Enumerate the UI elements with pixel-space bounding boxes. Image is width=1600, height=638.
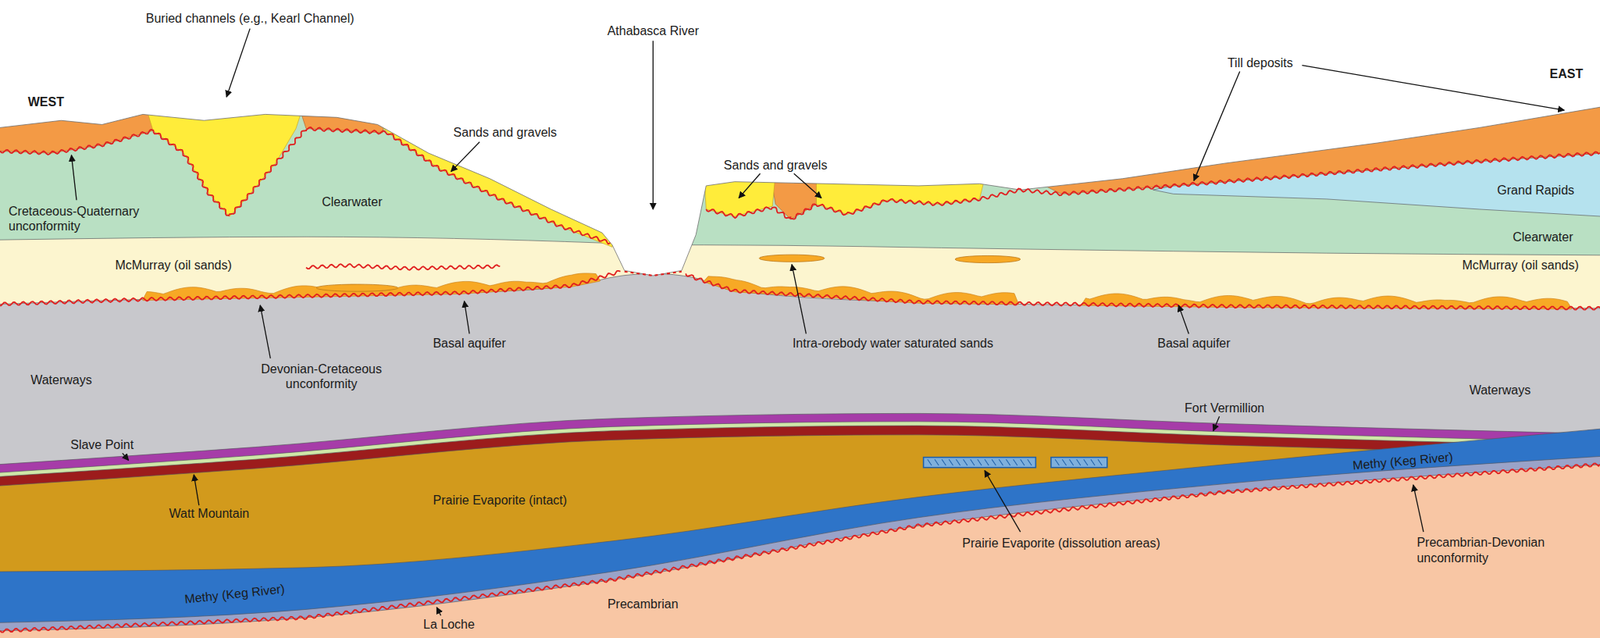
leader-line — [260, 305, 271, 359]
river-bed-line — [624, 271, 682, 276]
leader-line — [226, 28, 250, 98]
unconformity-line — [705, 151, 1600, 219]
layer-label: Clearwater — [1512, 229, 1573, 245]
layer-label: Waterways — [30, 372, 93, 388]
dissolution-hatch — [1013, 459, 1018, 466]
layer-label: Buried channels (e.g., Kearl Channel) — [146, 10, 355, 26]
layer-label: Cretaceous-Quaternary unconformity — [8, 203, 165, 234]
layer-label: Methy (Keg River) — [183, 581, 286, 608]
dissolution-hatch — [955, 459, 960, 466]
dissolution-hatch — [1069, 459, 1073, 466]
dissolution-hatch — [941, 459, 946, 466]
layer-label: Sands and gravels — [453, 124, 558, 140]
dissolution-hatch — [970, 459, 975, 466]
layer-label: McMurray (oil sands) — [114, 257, 232, 273]
dissolution-hatch — [1076, 459, 1081, 466]
leader-lines — [71, 28, 1565, 617]
layer-label: Intra-orebody water saturated sands — [792, 335, 994, 351]
leader-line — [1213, 416, 1220, 431]
dissolution-hatch — [1061, 459, 1066, 466]
waterways-layer — [0, 273, 1600, 638]
layer-label: Devonian-Cretaceous unconformity — [249, 361, 394, 392]
layer-label: Basal aquifer — [1157, 335, 1230, 351]
leader-line — [464, 301, 471, 335]
dissolution-hatch — [927, 459, 932, 466]
leader-line — [652, 40, 654, 210]
layer-label: Prairie Evaporite (intact) — [433, 492, 568, 508]
leader-line — [122, 452, 129, 460]
layer-label: La Loche — [423, 616, 475, 632]
water-sand-lens — [759, 254, 825, 262]
layer-label: Grand Rapids — [1496, 182, 1575, 198]
dissolution-hatch — [1027, 459, 1032, 466]
unconformity-line — [0, 127, 610, 244]
dissolution-hatch — [1083, 459, 1088, 466]
layer-label: Slave Point — [70, 437, 134, 453]
methy-layer — [0, 428, 1600, 638]
la-loche-layer — [0, 456, 1600, 638]
layer-label: Methy (Keg River) — [1352, 449, 1454, 474]
dissolution-area — [923, 457, 1037, 468]
leader-line — [193, 474, 200, 506]
layer-label: Clearwater — [321, 194, 382, 210]
layer-label: Fort Vermillion — [1184, 400, 1265, 416]
leader-line — [738, 173, 760, 198]
water-sand-lens — [316, 284, 399, 292]
layer-label: Watt Mountain — [169, 506, 250, 521]
basal-aquifer — [704, 276, 1019, 305]
leader-line — [794, 173, 822, 198]
dissolution-area — [1051, 457, 1108, 468]
leader-line — [984, 470, 1021, 532]
dissolution-hatch — [963, 459, 968, 466]
layer-label: Basal aquifer — [432, 335, 506, 351]
unconformity-line — [685, 273, 1600, 310]
basal-aquifer — [142, 273, 600, 301]
sky — [0, 0, 1600, 276]
leader-line — [791, 264, 806, 335]
unconformities — [0, 127, 1600, 633]
layer-label: Precambrian-Devonian unconformity — [1416, 534, 1573, 565]
layer-label: Athabasca River — [607, 23, 699, 39]
dissolution-hatch — [991, 459, 996, 466]
precambrian-layer — [0, 464, 1600, 638]
dissolution-hatch — [934, 459, 939, 466]
dissolution-hatch — [1054, 459, 1059, 466]
dissolution-hatch — [1020, 459, 1025, 466]
dissolution-hatch — [984, 459, 989, 466]
mcmurray-layer — [0, 236, 1600, 638]
unconformity-line — [0, 463, 1600, 632]
water-sand-lens — [955, 255, 1021, 263]
dissolution-hatch — [977, 459, 982, 466]
layer-label: Precambrian — [607, 596, 679, 612]
leader-line — [1193, 71, 1241, 182]
layer-label: Prairie Evaporite (dissolution areas) — [962, 535, 1160, 551]
leader-line — [1301, 65, 1565, 111]
layer-label: Till deposits — [1227, 55, 1294, 71]
slave-point-layer — [0, 413, 1600, 638]
layer-label: McMurray (oil sands) — [1461, 257, 1579, 273]
watt-mountain-layer — [0, 425, 1600, 638]
leader-line — [71, 155, 77, 201]
fort-vermillion-layer — [0, 421, 1600, 638]
ground-surface — [0, 106, 1600, 276]
layer-label: WEST — [28, 94, 65, 110]
leader-line — [451, 142, 481, 172]
dissolution-hatch — [998, 459, 1003, 466]
dissolution-hatch — [1090, 459, 1095, 466]
layer-label: Waterways — [1469, 382, 1532, 398]
unconformity-line — [0, 270, 621, 306]
dissolution-hatch — [1005, 459, 1010, 466]
dissolution-hatch — [948, 459, 953, 466]
leader-line — [1178, 305, 1189, 335]
sky — [0, 0, 1600, 276]
leader-line — [1413, 484, 1424, 532]
dissolution-hatch — [1097, 459, 1102, 466]
leader-line — [436, 607, 441, 616]
layer-label: EAST — [1550, 66, 1584, 82]
unconformity-line — [306, 263, 500, 271]
layer-label: Sands and gravels — [723, 157, 828, 173]
